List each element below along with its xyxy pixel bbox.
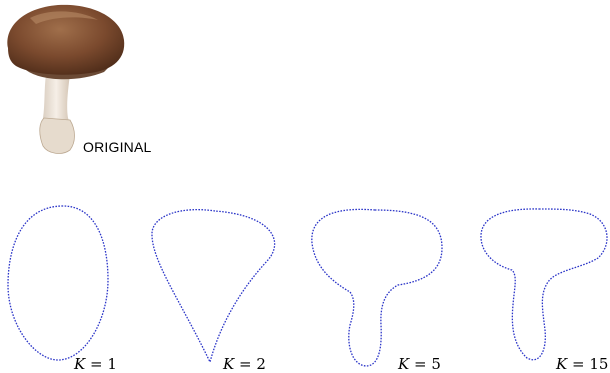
mushroom-cap-highlight [30,11,98,24]
k-value: = 15 [572,355,609,373]
k-label-15: K = 15 [556,355,608,373]
photo-caption: ORIGINAL [83,139,152,155]
outline-k15 [480,208,608,361]
k-label-5: K = 5 [398,355,441,373]
k-label-2: K = 2 [223,355,266,373]
k-symbol: K [556,355,568,373]
k-symbol: K [398,355,410,373]
outline-k2 [151,208,276,364]
k-value: = 1 [90,355,117,373]
outline-k5 [311,208,443,367]
k-value: = 5 [414,355,441,373]
outline-panels [7,205,608,367]
mushroom-stem-base [39,117,75,154]
mushroom-photo [7,4,125,154]
k-value: = 2 [239,355,266,373]
k-label-1: K = 1 [74,355,117,373]
mushroom-gill-shadow [22,64,110,80]
outline-k1 [7,205,109,361]
k-symbol: K [74,355,86,373]
k-symbol: K [223,355,235,373]
